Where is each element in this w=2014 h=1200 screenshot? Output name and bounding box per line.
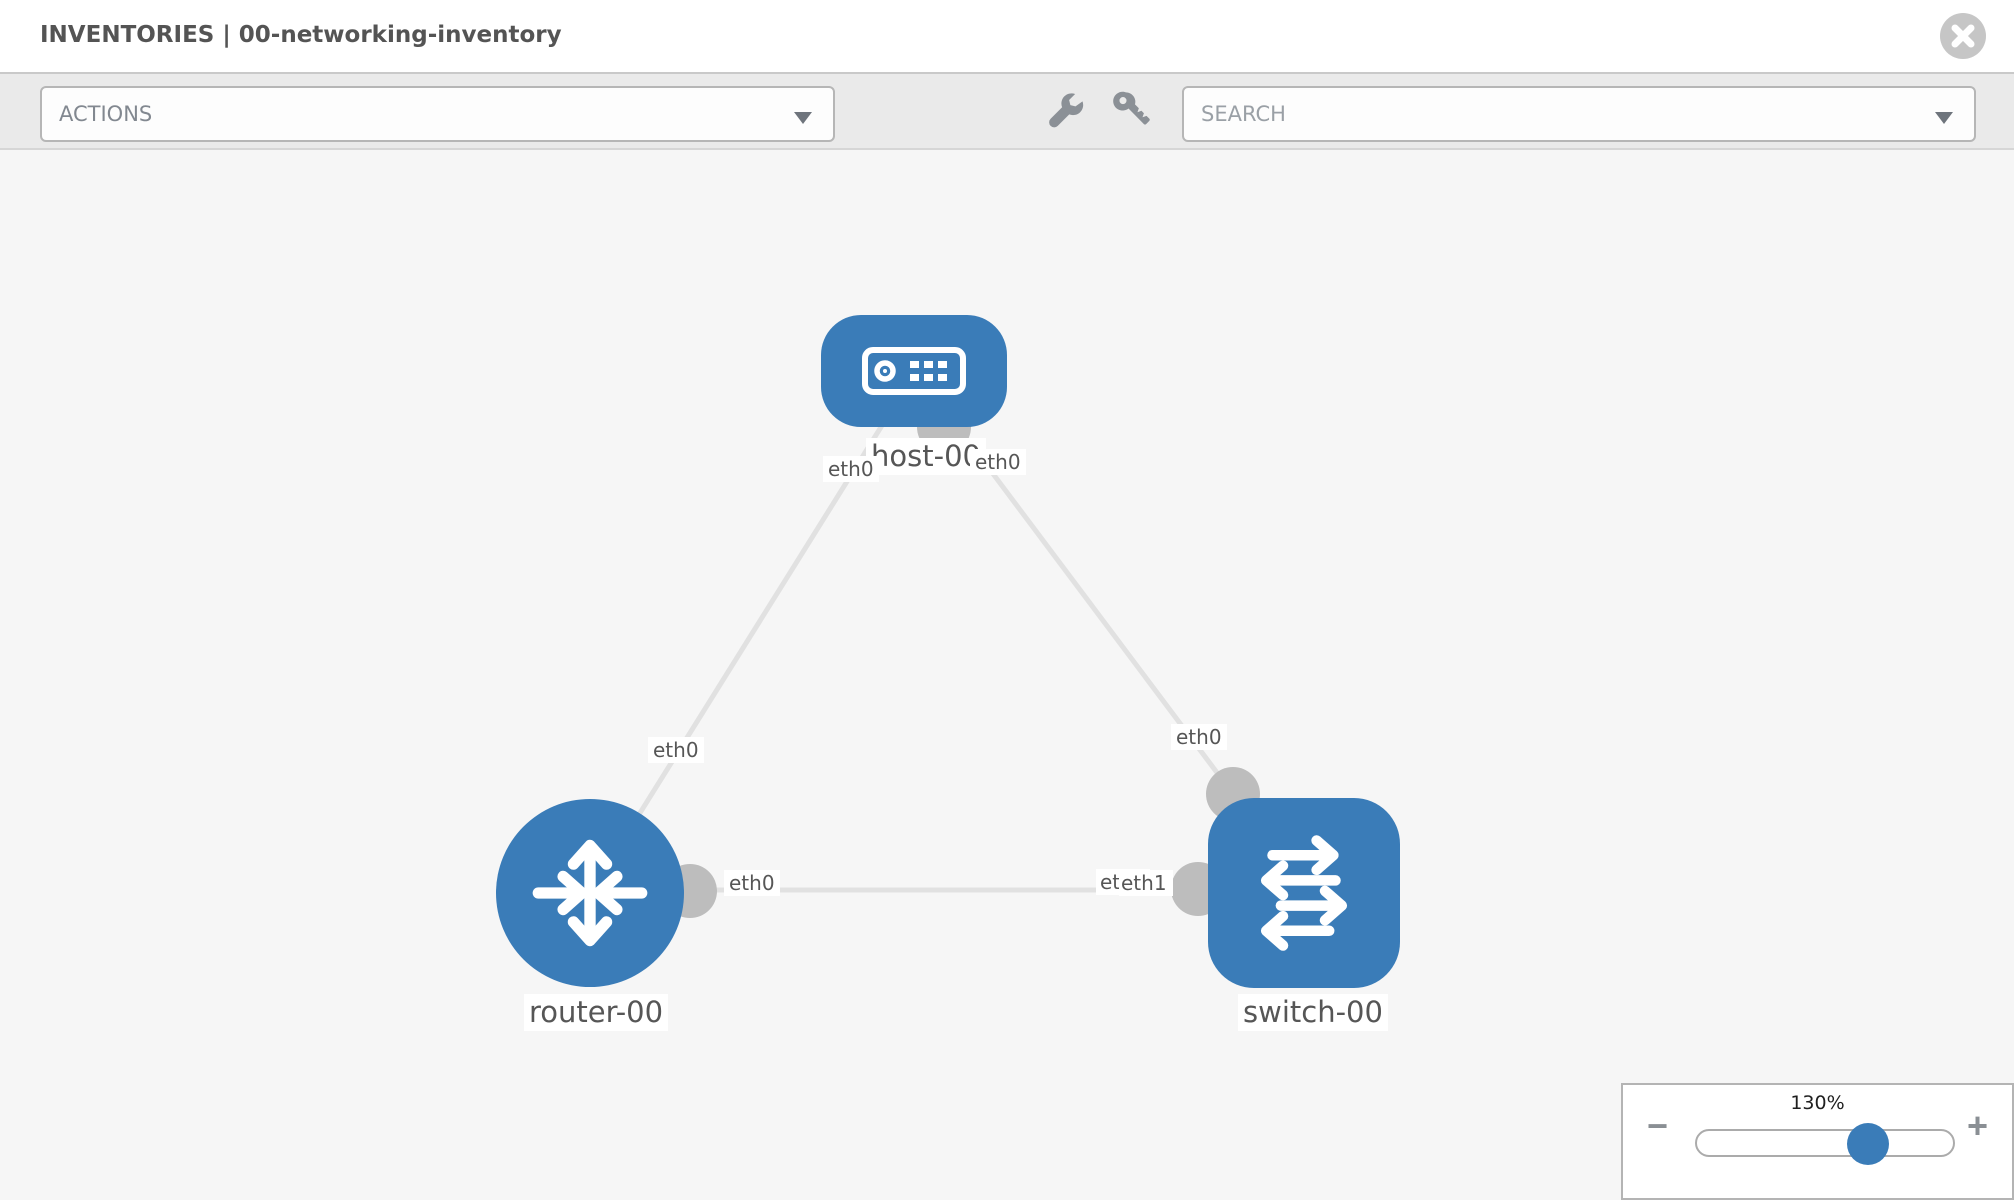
- close-button[interactable]: [1940, 13, 1986, 59]
- host-label: host-00: [866, 438, 986, 475]
- iface-label-router-side: eth0: [724, 870, 780, 896]
- switch-label: switch-00: [1238, 994, 1388, 1031]
- router-icon: [532, 839, 648, 947]
- node-switch-00[interactable]: [1208, 798, 1400, 988]
- iface-label-link2-mid: eth0: [1171, 724, 1227, 750]
- key-icon: [1113, 91, 1150, 124]
- zoom-level: 130%: [1790, 1092, 1845, 1114]
- actions-dropdown-label: ACTIONS: [59, 102, 153, 126]
- close-icon: [1951, 24, 1975, 48]
- wrench-icon: [1049, 92, 1084, 127]
- chevron-down-icon: [1935, 112, 1953, 124]
- actions-dropdown[interactable]: ACTIONS: [40, 86, 835, 142]
- toolbar: ACTIONS: [0, 72, 2014, 150]
- zoom-slider-track[interactable]: [1695, 1123, 1955, 1165]
- node-router-00[interactable]: [496, 799, 684, 987]
- page-title: INVENTORIES | 00-networking-inventory: [40, 22, 562, 48]
- router-label: router-00: [524, 994, 669, 1031]
- zoom-panel: 130% − +: [1621, 1083, 2014, 1200]
- zoom-slider-thumb[interactable]: [1847, 1123, 1889, 1165]
- chevron-down-icon: [794, 112, 812, 124]
- iface-label-link1-mid: eth0: [648, 737, 704, 763]
- node-host-00[interactable]: [821, 315, 1007, 427]
- zoom-in-button[interactable]: +: [1967, 1105, 1989, 1146]
- switch-icon: [1260, 835, 1348, 951]
- search-input[interactable]: [1184, 102, 1884, 126]
- search-box[interactable]: [1182, 86, 1976, 142]
- iface-label-host-left: eth0: [823, 456, 879, 482]
- host-icon: [862, 347, 966, 395]
- key-button[interactable]: [1110, 88, 1156, 134]
- zoom-out-button[interactable]: −: [1647, 1105, 1669, 1146]
- tools-button[interactable]: [1043, 88, 1089, 134]
- topology-canvas[interactable]: host-00 router-00 switch-00 eth0 eth0 et…: [0, 150, 2014, 1200]
- iface-label-host-right: eth0: [970, 449, 1026, 475]
- iface-label-switch-eth1: eth1: [1119, 870, 1173, 896]
- iface-label-switch-side: eth0 eth1: [1096, 869, 1173, 896]
- page-header: INVENTORIES | 00-networking-inventory: [0, 0, 2014, 72]
- link-lines: [587, 369, 1245, 895]
